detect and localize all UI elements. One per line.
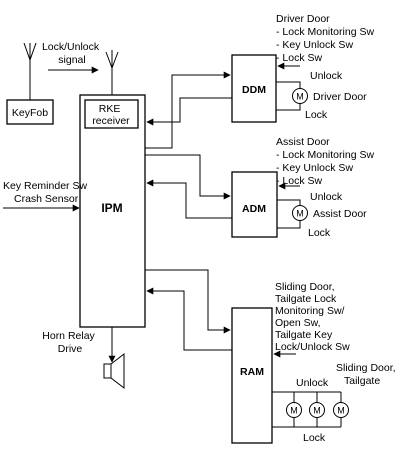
horn-relay-label: Horn Relay Drive [42,330,97,355]
ipm-block [79,94,146,328]
adm-unlock-label: Unlock [310,191,343,203]
svg-text:M: M [296,209,304,219]
assist-door-info: Assist Door - Lock Monitoring Sw - Key U… [276,136,377,187]
ram-block [231,307,273,444]
ddm-unlock-label: Unlock [310,70,343,82]
motor-icon: M [292,205,308,221]
ram-ipm-bus [145,269,232,351]
ram-label: RAM [240,366,264,378]
adm-lock-label: Lock [308,227,331,239]
ddm-label: DDM [242,84,266,96]
ddm-lock-label: Lock [305,109,328,121]
ram-unlock-label: Unlock [296,377,329,389]
adm-motor-wiring [277,199,301,229]
sliding-door-info: Sliding Door, Tailgate Lock Monitoring S… [275,281,350,353]
adm-motor-label: Assist Door [313,208,367,220]
rke-receiver-label: RKE receiver [92,103,130,127]
ram-motor-label: Sliding Door, Tailgate [336,362,398,387]
key-reminder-label: Key Reminder Sw Crash Sensor [3,180,90,205]
motor-icon: M [309,402,325,418]
driver-door-info: Driver Door - Lock Monitoring Sw - Key U… [276,13,377,64]
signal-label: Lock/Unlock signal [42,41,102,66]
svg-text:M: M [296,92,304,102]
ram-lock-label: Lock [303,432,326,444]
ddm-ipm-bus [145,71,232,149]
keyfob-label: KeyFob [12,107,48,119]
adm-label: ADM [242,203,266,215]
svg-text:M: M [290,406,298,416]
ddm-motor-wiring [276,81,301,111]
ddm-motor-label: Driver Door [313,91,367,103]
svg-text:M: M [337,406,345,416]
motor-icon: M [286,402,302,418]
ram-motor-wiring [272,391,342,428]
keyfob-box [6,99,54,125]
svg-text:M: M [313,406,321,416]
ddm-block [231,54,277,123]
ipm-label: IPM [101,201,122,215]
keyfob-antenna-icon [23,42,37,100]
adm-block [231,171,278,238]
motor-icon: M [333,402,349,418]
horn-icon [103,352,125,390]
motor-icon: M [292,88,308,104]
rke-receiver-box [84,99,139,129]
receiver-antenna-icon [105,50,119,100]
adm-ipm-bus [145,154,232,219]
